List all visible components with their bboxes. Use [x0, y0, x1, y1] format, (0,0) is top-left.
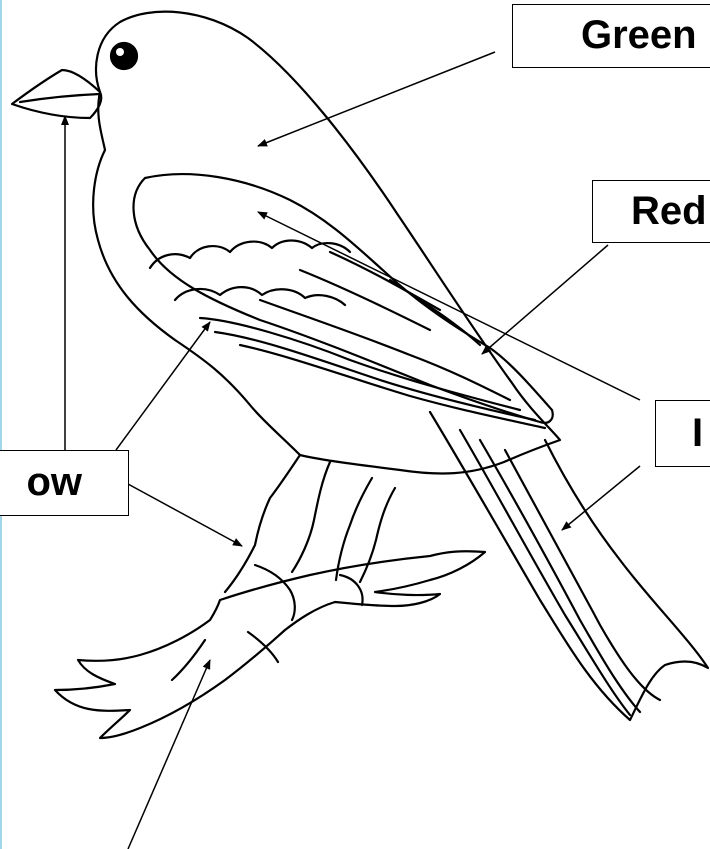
legs: [225, 455, 330, 592]
label-red-text: Red: [631, 191, 707, 231]
pointer-green-to-back: [258, 52, 495, 146]
pointer-red-to-wing: [482, 245, 608, 354]
label-red: Red: [592, 180, 710, 243]
label-yellow: ow: [0, 450, 129, 516]
pointer-bottom-to-branch: [128, 660, 210, 849]
pointer-right-to-tail: [562, 466, 640, 530]
label-right-partial-text: I: [692, 413, 703, 453]
pointer-yellow-to-foot: [128, 484, 242, 546]
eye: [111, 43, 137, 69]
label-green: Green: [512, 4, 710, 68]
pointer-yellow-to-breast: [116, 322, 210, 450]
branch: [55, 551, 485, 738]
wing-feathers: [150, 241, 350, 269]
label-green-text: Green: [581, 15, 697, 55]
label-right-partial: I: [655, 400, 710, 467]
wing-outline: [134, 174, 553, 423]
label-yellow-text: ow: [26, 462, 82, 502]
